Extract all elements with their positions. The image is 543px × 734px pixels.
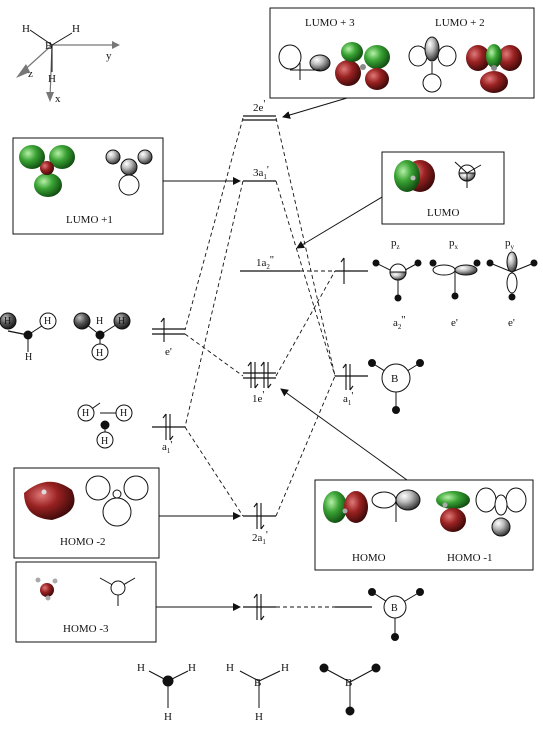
- lumo3-sketch: [278, 44, 331, 80]
- b-energy-levels: [335, 270, 372, 608]
- b-homo3-center: B: [391, 603, 398, 614]
- h3-e-label: e': [165, 346, 172, 358]
- h3-e-h3: H: [25, 352, 32, 363]
- bottom-bh3-b: B: [254, 677, 261, 689]
- b-a1-label: a1': [343, 390, 353, 407]
- box-homo: HOMO HOMO -1: [314, 479, 534, 571]
- correlation-lines: [184, 117, 360, 608]
- h3-energy-levels: [152, 328, 185, 428]
- homo-orbital-3d: [323, 491, 368, 523]
- bottom-bh3-h3: H: [255, 711, 263, 723]
- box-lumo1: LUMO +1: [12, 137, 164, 235]
- coordinate-axes: [16, 29, 120, 102]
- bottom-bh3-h2: H: [281, 662, 289, 674]
- lumo-orbital-3d: [394, 160, 435, 192]
- bottom-molecules: [148, 663, 381, 716]
- level-1a2-label: 1a2'': [256, 254, 274, 271]
- h3-e2-h1: H: [96, 316, 103, 327]
- bottom-b-b: B: [345, 677, 352, 689]
- h3-a1-h2: H: [120, 408, 127, 419]
- h3-a1-h1: H: [82, 408, 89, 419]
- px-label: px: [449, 237, 459, 251]
- lumo1-label: LUMO +1: [66, 214, 113, 226]
- py-sym-label: e': [508, 317, 515, 329]
- box-lumo: LUMO: [381, 151, 505, 225]
- box-homo2: HOMO -2: [13, 467, 160, 559]
- lumo-label: LUMO: [427, 207, 459, 219]
- axes-boron-label: B: [45, 40, 52, 52]
- px-sym-label: e': [451, 317, 458, 329]
- x-axis-label: x: [55, 93, 61, 105]
- lumo1-sketch: [105, 149, 153, 196]
- y-axis-label: y: [106, 50, 112, 62]
- homo3-label: HOMO -3: [63, 623, 109, 635]
- bottom-h3-h1: H: [137, 662, 145, 674]
- h3-e2-h2: H: [118, 316, 125, 327]
- homo-label: HOMO: [352, 552, 386, 564]
- b-p-orbitals: pz px py a: [372, 237, 538, 331]
- homo2-orbital-3d: [24, 481, 75, 520]
- level-2a1-label: 2a1': [252, 529, 268, 546]
- lumo1-orbital-3d: [19, 145, 75, 197]
- axes-h-label-3: H: [48, 73, 56, 85]
- bottom-h3-h3: H: [164, 711, 172, 723]
- mo-energy-levels: [240, 115, 300, 608]
- b-homo3-fragment: [368, 588, 424, 641]
- bottom-molecule-labels: H H H H H H B B: [137, 662, 352, 723]
- h3-e-h2: H: [44, 316, 51, 327]
- lumo2-label: LUMO + 2: [435, 17, 485, 29]
- bottom-bh3-h1: H: [226, 662, 234, 674]
- lumo3-label: LUMO + 3: [305, 17, 355, 29]
- h3-e2-h3: H: [96, 348, 103, 359]
- b-s-center-label: B: [391, 373, 398, 385]
- pz-sym-label: a2'': [393, 314, 405, 331]
- homo3-orbital-3d: [35, 577, 58, 601]
- z-axis-label: z: [28, 68, 33, 80]
- level-1e-label: 1e': [252, 389, 264, 405]
- homo-sketch: [371, 489, 421, 522]
- level-3a1-label: 3a1': [253, 164, 269, 181]
- axes-h-label-2: H: [72, 23, 80, 35]
- homo1-orbital-3d: [436, 491, 470, 532]
- box-lumo3-lumo2: LUMO + 3 LUMO + 2: [269, 7, 535, 99]
- lumo3-orbital-3d: [335, 42, 390, 90]
- homo3-sketch: [99, 577, 136, 606]
- b-s-orbital: [368, 359, 424, 414]
- homo2-sketch: [85, 475, 149, 527]
- lumo-sketch: [454, 161, 482, 188]
- homo2-label: HOMO -2: [60, 536, 106, 548]
- homo1-sketch: [475, 487, 527, 537]
- h3-e-h1: H: [4, 316, 11, 327]
- py-label: py: [505, 237, 515, 251]
- pz-label: pz: [391, 237, 400, 251]
- axes-h-label-1: H: [22, 23, 30, 35]
- h3-a1-h3: H: [101, 436, 108, 447]
- h3-a1-label: a1': [162, 439, 172, 455]
- homo1-label: HOMO -1: [447, 552, 493, 564]
- lumo2-sketch: [408, 36, 457, 93]
- box-arrows: [156, 97, 408, 611]
- lumo2-orbital-3d: [466, 44, 522, 93]
- level-2e-label: 2e': [253, 98, 265, 114]
- h3-fragment-e-orbitals: [0, 312, 133, 449]
- bottom-h3-h2: H: [188, 662, 196, 674]
- box-homo3: HOMO -3: [15, 561, 157, 643]
